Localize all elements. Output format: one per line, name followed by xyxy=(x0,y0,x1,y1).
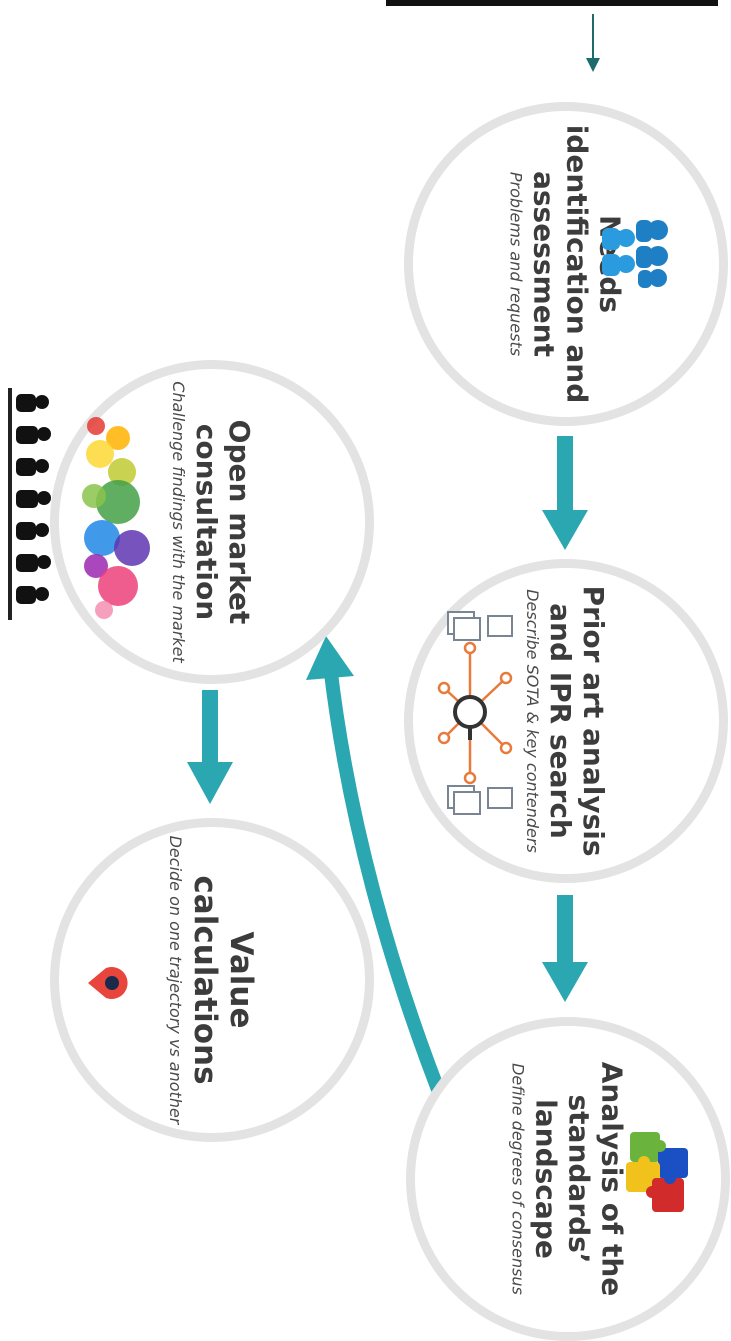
step-needs-identification: Needs identification and assessment Prob… xyxy=(404,102,728,426)
step-subtitle: Decide on one trajectory vs another xyxy=(166,835,185,1125)
map-pin-icon xyxy=(88,967,128,999)
step-subtitle: Challenge findings with the market xyxy=(169,381,188,663)
people-group-icon xyxy=(602,220,668,288)
step-text: Open market consultation Challenge findi… xyxy=(168,372,256,672)
arrow-4-5-shaft xyxy=(202,690,218,768)
step-subtitle: Define degrees of consensus xyxy=(508,1063,528,1295)
audience-silhouette-icon xyxy=(8,388,51,620)
top-image-strip xyxy=(386,0,718,6)
step-title: Analysis of the standards’ landscape xyxy=(529,1061,629,1297)
speech-bubbles-icon xyxy=(82,417,150,619)
step-title: Open market consultation xyxy=(190,419,256,625)
arrow-2-3-head xyxy=(542,962,588,1002)
arrow-1-2-shaft xyxy=(557,436,573,516)
step-title: Prior art analysis and IPR search xyxy=(544,585,610,857)
step-text: Analysis of the standards’ landscape Def… xyxy=(508,1029,629,1329)
entry-arrow xyxy=(592,14,594,58)
step-text: Prior art analysis and IPR search Descri… xyxy=(522,571,610,871)
arrow-2-3-shaft xyxy=(557,895,573,967)
step-title: Value calculations xyxy=(187,875,259,1085)
entry-arrow-head xyxy=(586,58,600,72)
puzzle-pieces-icon xyxy=(626,1132,688,1212)
step-text: Value calculations Decide on one traject… xyxy=(165,830,259,1130)
step-subtitle: Problems and requests xyxy=(506,171,526,357)
arrow-4-5-head xyxy=(187,762,233,804)
arrow-1-2-head xyxy=(542,510,588,550)
network-search-icon xyxy=(437,611,513,815)
